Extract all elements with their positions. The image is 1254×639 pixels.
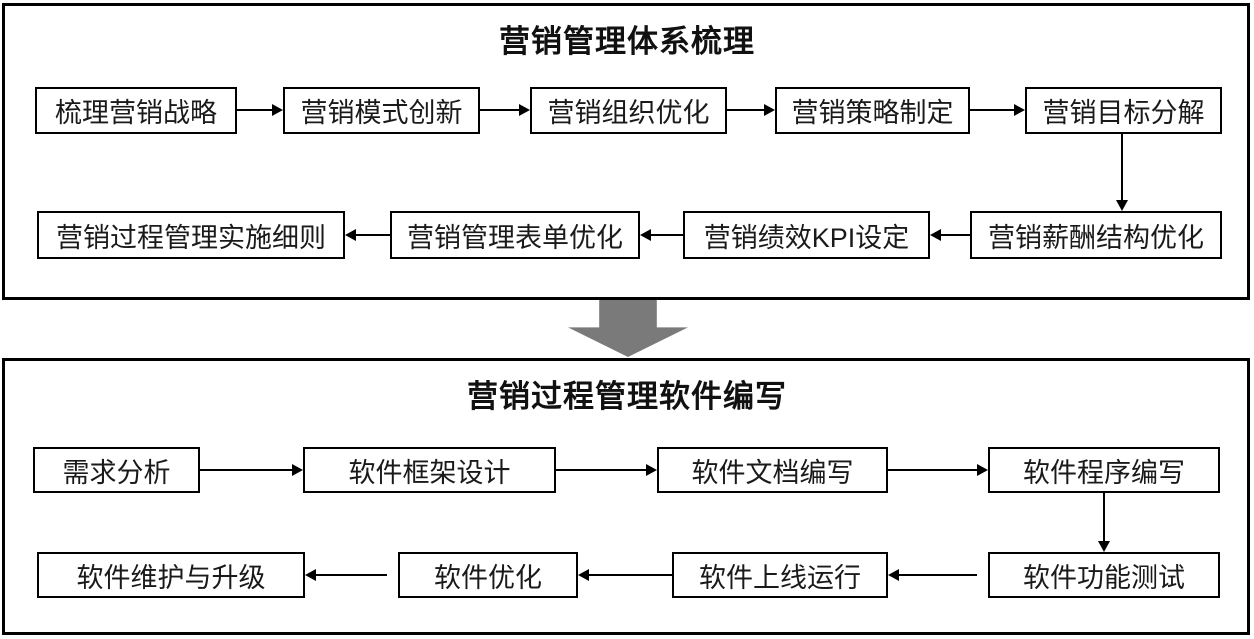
section-title-bottom: 营销过程管理软件编写 (467, 379, 787, 414)
flow-step-box: 梳理营销战略 (35, 87, 237, 134)
arrow-right-icon (727, 104, 775, 116)
arrow-left-icon (345, 229, 390, 241)
flow-step-box: 营销策略制定 (775, 87, 970, 134)
flow-step-box: 营销模式创新 (283, 87, 480, 134)
flow-step-box: 营销管理表单优化 (390, 211, 640, 259)
flow-step-box: 软件文档编写 (657, 447, 888, 493)
flow-step-box: 营销过程管理实施细则 (37, 211, 345, 259)
arrow-left-icon (640, 229, 683, 241)
flow-step-box: 营销目标分解 (1025, 87, 1222, 134)
flow-step-box: 软件功能测试 (988, 552, 1220, 598)
big-down-arrow-icon (568, 300, 688, 357)
arrow-down-icon (1116, 134, 1128, 211)
flow-step-box: 营销绩效KPI设定 (683, 211, 930, 259)
flow-step-box: 营销薪酬结构优化 (970, 211, 1222, 259)
flow-step-box: 营销组织优化 (530, 87, 727, 134)
arrow-right-icon (237, 104, 283, 116)
section-title-top: 营销管理体系梳理 (499, 24, 755, 59)
flow-step-box: 软件维护与升级 (37, 552, 305, 598)
arrow-down-icon (1098, 493, 1110, 552)
arrow-left-icon (888, 569, 977, 581)
flow-step-box: 软件程序编写 (988, 447, 1220, 493)
arrow-right-icon (200, 464, 303, 476)
arrow-right-icon (480, 104, 530, 116)
arrow-left-icon (578, 569, 672, 581)
flow-step-box: 软件优化 (398, 552, 578, 598)
arrow-left-icon (930, 229, 970, 241)
flow-step-box: 需求分析 (33, 447, 200, 493)
flow-step-box: 软件上线运行 (672, 552, 888, 598)
arrow-right-icon (888, 464, 988, 476)
arrow-left-icon (305, 569, 387, 581)
arrow-right-icon (970, 104, 1025, 116)
flow-step-box: 软件框架设计 (303, 447, 556, 493)
arrow-right-icon (556, 464, 657, 476)
